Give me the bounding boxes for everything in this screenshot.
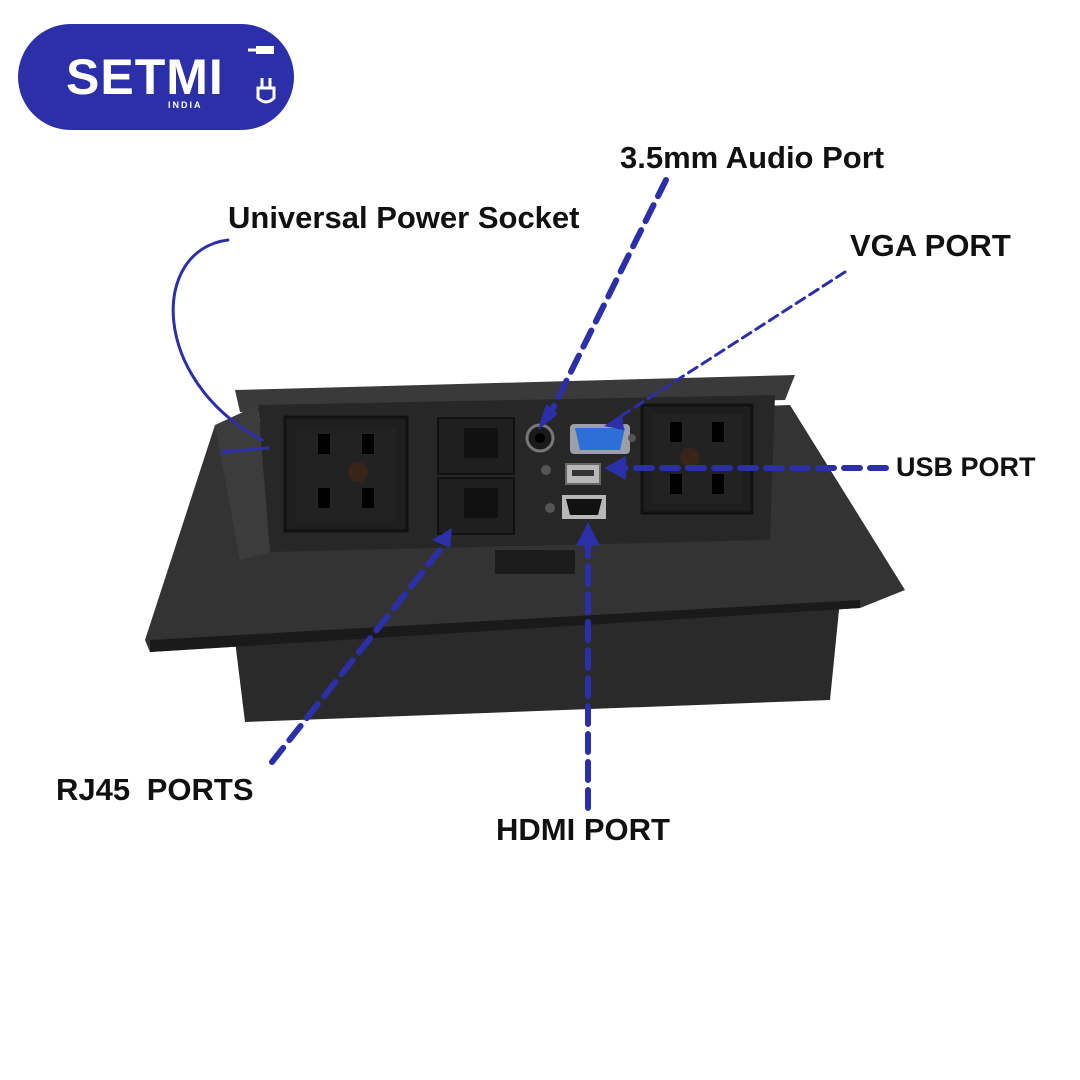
label-usb-port: USB PORT — [896, 452, 1036, 482]
vga-connector — [570, 424, 630, 454]
label-universal-power-socket: Universal Power Socket — [228, 200, 580, 235]
label-vga-port: VGA PORT — [850, 228, 1011, 263]
plug-icon — [248, 46, 276, 104]
arrow-audio — [545, 177, 669, 421]
arrow-power-socket — [171, 238, 264, 442]
hdmi-connector — [562, 495, 606, 519]
left-power-socket — [283, 415, 409, 533]
label-hdmi-port: HDMI PORT — [496, 812, 670, 847]
label-rj45-ports: RJ45 PORTS — [56, 772, 254, 807]
brand-name: SETMI — [66, 49, 224, 105]
brand-logo: SETMI INDIA — [18, 24, 294, 130]
label-audio-port: 3.5mm Audio Port — [620, 140, 885, 175]
rj45-port-bottom — [437, 477, 515, 535]
right-power-socket — [640, 403, 754, 515]
arrow-vga — [613, 270, 847, 422]
arrow-rj45 — [269, 537, 451, 765]
brand-subtitle: INDIA — [168, 100, 203, 110]
rj45-port-top — [437, 417, 515, 475]
